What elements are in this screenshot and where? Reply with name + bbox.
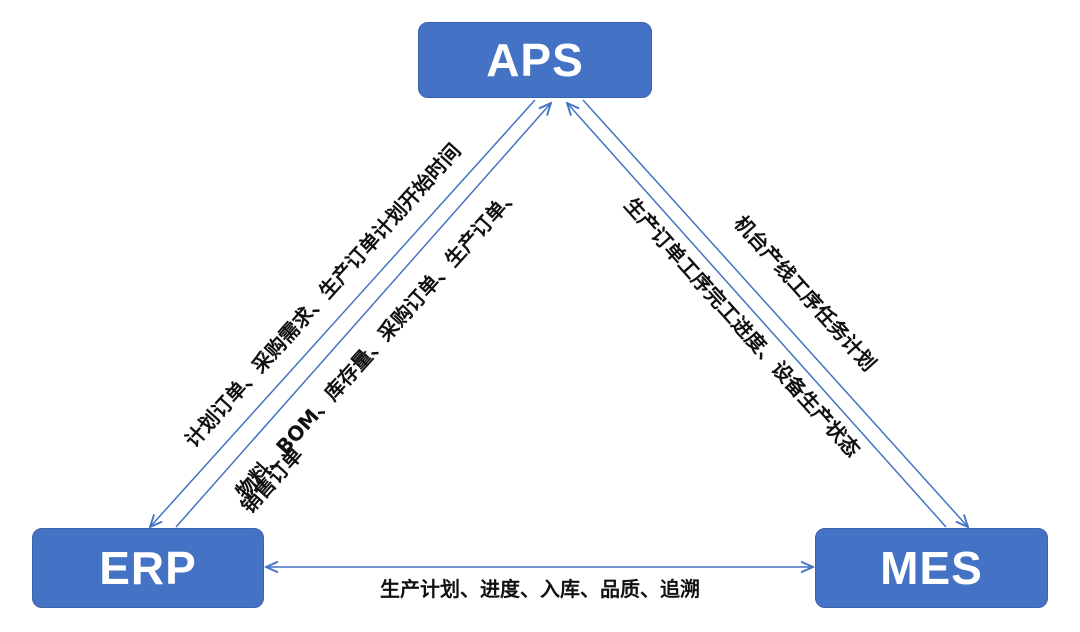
arrow-mes-to-aps bbox=[567, 103, 947, 528]
node-mes-label: MES bbox=[880, 542, 983, 594]
arrow-aps-to-erp bbox=[150, 99, 536, 527]
node-erp: ERP bbox=[32, 528, 264, 608]
node-mes: MES bbox=[815, 528, 1048, 608]
node-erp-label: ERP bbox=[99, 542, 197, 594]
arrow-erp-to-aps bbox=[175, 103, 551, 528]
node-aps: APS bbox=[418, 22, 652, 98]
arrow-aps-to-mes bbox=[582, 99, 968, 527]
label-erp-mes: 生产计划、进度、入库、品质、追溯 bbox=[380, 577, 700, 601]
node-aps-label: APS bbox=[486, 34, 584, 86]
